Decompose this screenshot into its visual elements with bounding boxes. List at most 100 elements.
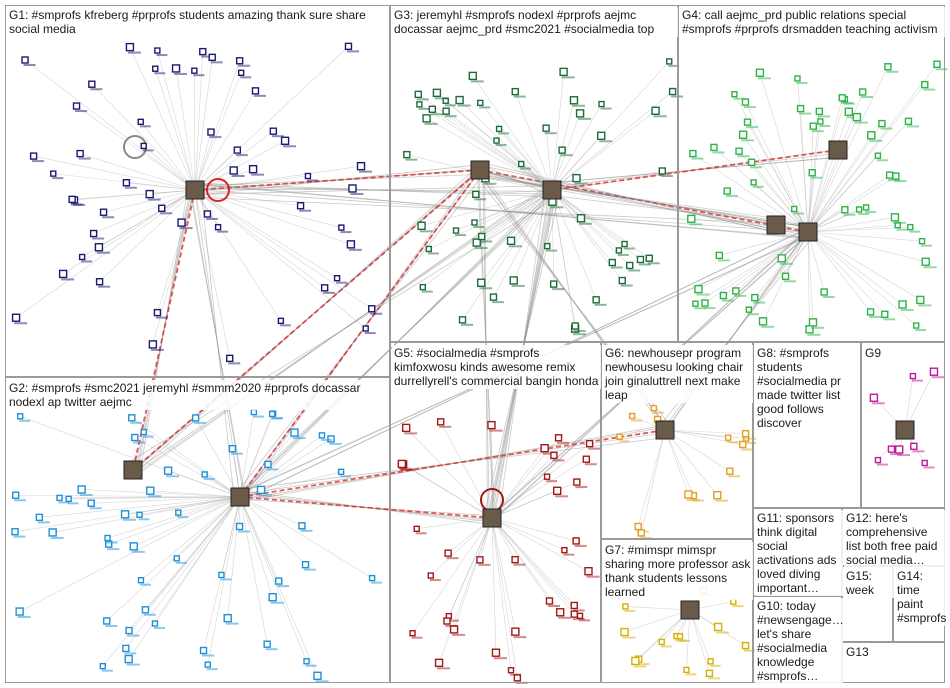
node-caption-mark — [653, 115, 667, 118]
node-caption-mark — [561, 76, 575, 79]
network-node — [637, 529, 645, 537]
edge — [416, 517, 493, 530]
network-node — [124, 654, 133, 664]
node-caption-mark — [734, 294, 747, 297]
edge — [545, 128, 553, 191]
network-node — [598, 100, 605, 108]
edge — [188, 173, 487, 187]
node-caption-mark — [639, 536, 652, 539]
node-caption-mark — [470, 80, 484, 83]
node-caption-mark — [123, 518, 137, 521]
network-node — [650, 404, 658, 412]
network-node — [758, 317, 768, 326]
network-node — [72, 102, 81, 110]
node-caption-mark — [732, 605, 744, 608]
edge — [244, 499, 488, 516]
edge — [243, 427, 662, 500]
edge — [233, 423, 672, 504]
node-caption-mark — [747, 313, 759, 316]
node-caption-mark — [166, 475, 180, 478]
edge — [807, 231, 917, 326]
network-node — [747, 158, 756, 167]
edge — [797, 78, 809, 233]
node-caption-mark — [127, 634, 140, 637]
network-node — [743, 118, 752, 126]
edge — [139, 187, 189, 473]
node-caption-mark — [558, 616, 572, 619]
edge — [145, 496, 241, 610]
edge — [491, 517, 575, 606]
hub-node — [655, 420, 675, 440]
node-caption-mark — [416, 98, 429, 101]
network-node — [458, 316, 467, 324]
node-caption-mark — [252, 415, 264, 418]
node-caption-mark — [203, 477, 215, 480]
network-node — [368, 305, 376, 313]
edge — [735, 231, 809, 292]
network-node — [683, 666, 690, 674]
node-caption-mark — [509, 245, 523, 248]
node-caption-mark — [574, 544, 587, 547]
node-caption-mark — [796, 81, 808, 84]
network-node — [651, 106, 660, 115]
edge — [239, 490, 493, 525]
node-caption-mark — [421, 290, 433, 293]
node-caption-mark — [14, 322, 28, 325]
edge — [462, 189, 553, 321]
edge — [189, 182, 814, 240]
network-node — [838, 94, 846, 102]
node-caption-mark — [279, 324, 291, 327]
edge — [453, 517, 493, 630]
edge — [175, 68, 196, 191]
edge — [480, 189, 553, 283]
network-node — [436, 418, 445, 426]
network-node — [933, 60, 941, 68]
node-caption-mark — [623, 247, 635, 250]
node-caption-mark — [761, 325, 775, 328]
network-node — [855, 206, 863, 213]
network-node — [218, 571, 225, 579]
edge — [807, 121, 909, 233]
network-node — [509, 276, 518, 285]
network-node — [781, 272, 790, 280]
node-caption-mark — [811, 130, 824, 133]
node-caption-mark — [483, 182, 497, 185]
network-node — [201, 471, 208, 478]
node-caption-mark — [671, 95, 684, 98]
edge — [438, 517, 493, 663]
node-caption-mark — [106, 541, 118, 544]
network-node — [645, 254, 653, 262]
network-node — [131, 433, 139, 442]
network-node — [264, 460, 272, 469]
node-caption-mark — [876, 463, 888, 466]
group-label-g8: G8: #smprofs students #socialmedia pr ma… — [755, 345, 859, 431]
node-caption-mark — [563, 553, 575, 556]
network-node — [511, 555, 519, 564]
network-node — [452, 227, 460, 234]
node-caption-mark — [231, 174, 245, 177]
node-caption-mark — [869, 139, 883, 142]
edge — [194, 90, 256, 191]
network-node — [427, 572, 434, 579]
node-caption-mark — [560, 154, 573, 157]
network-node — [625, 261, 634, 270]
network-node — [152, 65, 159, 72]
node-caption-mark — [305, 664, 317, 667]
network-node — [741, 641, 750, 650]
edge — [419, 104, 553, 191]
self-loop — [206, 178, 230, 202]
group-label-g11: G11: sponsors think digital social activ… — [755, 510, 843, 596]
network-node — [506, 236, 516, 246]
node-caption-mark — [23, 63, 36, 66]
node-caption-mark — [906, 125, 919, 128]
edge — [498, 128, 553, 191]
node-caption-mark — [270, 601, 284, 604]
node-caption-mark — [712, 151, 725, 154]
edge — [664, 429, 746, 434]
network-node — [844, 107, 853, 116]
network-node — [540, 444, 549, 453]
edge — [807, 97, 843, 233]
edge — [483, 171, 805, 231]
edge — [39, 496, 241, 518]
node-caption-mark — [259, 494, 273, 497]
